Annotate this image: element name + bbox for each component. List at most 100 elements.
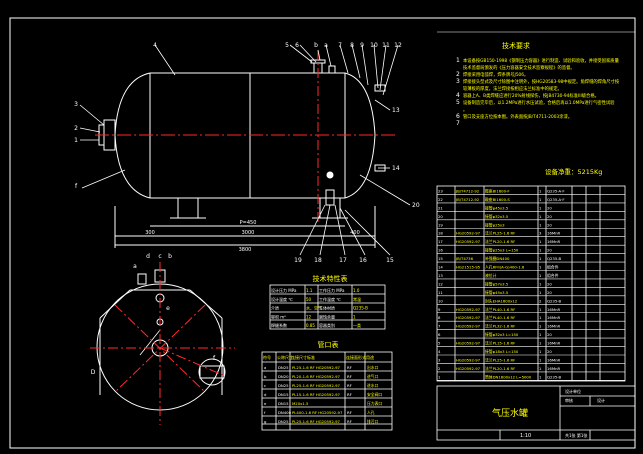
bom-cell: 鞍座BI1600-F [485, 188, 510, 193]
bom-cell: 16MnR [547, 239, 561, 244]
plan-label-D: D [91, 369, 96, 376]
bom-cell: 3 [539, 231, 542, 236]
tech-table-cell: 主体材质 [319, 305, 335, 311]
bom-cell: 16MnR [547, 366, 561, 371]
tech-table-cell: 常温 [353, 296, 361, 302]
bom-cell: 1 [539, 205, 542, 210]
callout-13: 13 [392, 107, 400, 114]
callout-top-11: 11 [382, 42, 390, 49]
bom-cell: HG21515-95 [456, 265, 481, 270]
nozzle-table-cell: 进气口 [367, 374, 379, 379]
bom-cell: 1 [539, 197, 542, 202]
callout-top-a: a [324, 42, 328, 49]
callout-left-1: 1 [74, 137, 78, 144]
top-nozzle-a-flange [310, 59, 326, 64]
title-sheet: 共1张 第1张 [565, 432, 587, 438]
tech-table-cell: 设计压力 MPa [271, 287, 297, 293]
callout-bottom-18: 18 [314, 257, 322, 264]
tech-table-cell: 1.1 [306, 288, 313, 293]
bom-cell: 23 [438, 188, 443, 193]
tech-req-text-5: 。 [463, 108, 467, 113]
tech-table-cell: 腐蚀余量 [319, 313, 335, 319]
bom-cell: 接管φ45x3.5 [485, 205, 509, 210]
nozzle-table-grid [261, 351, 393, 431]
nozzle-table-cell: f [264, 410, 266, 415]
bom-cell: 1 [438, 374, 441, 379]
bom-cell: 7 [438, 324, 441, 329]
bom-cell: 1 [539, 256, 542, 261]
bom-cell: 法兰PL25-1.6 RF [485, 231, 515, 236]
bom-cell: 20 [547, 214, 552, 219]
bom-cell: 1 [539, 290, 542, 295]
bom-cell: 1 [539, 315, 542, 320]
nozzle-table-header: 连接面形式 [346, 354, 366, 360]
callout-14: 14 [392, 165, 400, 172]
title-block-grid [436, 385, 636, 441]
tech-req-text-2: 焊接采用电弧焊，焊条牌号J506。 [463, 71, 528, 78]
bom-cell: HG20592-97 [456, 239, 481, 244]
bom-cell: 法兰PL20-1.6 RF [485, 239, 515, 244]
title-company: 设计单位 [565, 388, 581, 394]
callout-top-9: 9 [360, 42, 364, 49]
bom-cell: 1 [539, 332, 542, 337]
sheet-border [9, 17, 636, 449]
bom-cell: 1 [539, 307, 542, 312]
bom-cell: Q235-B [547, 374, 561, 379]
bom-cell: 16MnR [547, 341, 561, 346]
tech-table-cell: 1 [353, 314, 356, 319]
bom-cell: 20 [547, 281, 552, 286]
end-view-manhole-neck [199, 365, 225, 379]
bom-cell: Q235-B [547, 298, 561, 303]
bom-cell: 19 [438, 222, 443, 227]
bom-cell: 20 [547, 290, 552, 295]
bom-row-lines [437, 194, 625, 381]
bom-cell: 1 [539, 366, 542, 371]
nozzle-table-title: 管口表 [318, 340, 339, 349]
dim-text-5: 400 [350, 230, 360, 236]
bom-cell: 18 [438, 231, 443, 236]
nozzle-table-header: 公称尺寸 [277, 354, 293, 360]
bom-cell: 20 [547, 248, 552, 253]
bom-cell: 1 [539, 349, 542, 354]
end-view-manhole [198, 358, 226, 386]
dim-text-3: 3800 [239, 247, 252, 253]
bom-cell: 16MnR [547, 307, 561, 312]
equipment-weight: 设备净重：5215Kg [545, 167, 602, 176]
bom-cell: 接管φ18x3 L=150 [485, 349, 519, 354]
bom-cell: 2 [539, 298, 542, 303]
title-drawn: 设计 [597, 397, 605, 403]
tech-table-cell: Q235-B [353, 306, 368, 311]
dim-text-1: P=450 [240, 220, 257, 226]
nozzle-table-cell: e [264, 401, 267, 406]
nozzle-table-cell: c [264, 383, 266, 388]
bom-cell: 16MnR [547, 357, 561, 362]
tech-req-num-1: 1 [456, 57, 460, 64]
bom-cell: 组合件 [547, 265, 559, 270]
bom-cell: 15 [438, 256, 443, 261]
tech-table-cell: 12 [306, 314, 312, 319]
bom-cell: 6 [438, 332, 441, 337]
nozzle-table-cell: DN20 [278, 374, 289, 379]
callout-top-b: b [314, 42, 318, 49]
tech-table-title: 技术特性表 [313, 274, 348, 283]
nozzle-table-cell: g [264, 419, 267, 424]
bom-cell: HG20592-97 [456, 231, 481, 236]
callout-left-2: 2 [74, 125, 78, 132]
callout-top-12: 12 [394, 42, 402, 49]
shell-outline [150, 72, 345, 199]
bom-cell: HG20592-97 [456, 324, 481, 329]
nozzle-table-cell: DN400 [278, 410, 292, 415]
right-head [344, 72, 376, 199]
bom-cell: 14 [438, 265, 443, 270]
nozzle-table-cell: PL25-1.6 RF HG20592-97 [292, 419, 341, 424]
tech-req-num-5: 5 [456, 99, 460, 106]
bom-cell: 封头EHA1600x12 [485, 298, 518, 303]
callout-leaders [79, 44, 411, 356]
tech-req-text-6: 管口及支座方位按本图。外表面按JB/T4711-2003涂漆。 [463, 113, 572, 120]
tech-req-text-3: 较薄板的厚度，法兰焊接按相应法兰标准中的规定。 [463, 85, 562, 92]
bom-cell: 12 [438, 281, 443, 286]
callout-left-f: f [75, 183, 78, 190]
bom-cell: HG20592-97 [456, 341, 481, 346]
callout-bottom-19: 19 [294, 257, 302, 264]
nozzle-table-cell: b [264, 374, 267, 379]
